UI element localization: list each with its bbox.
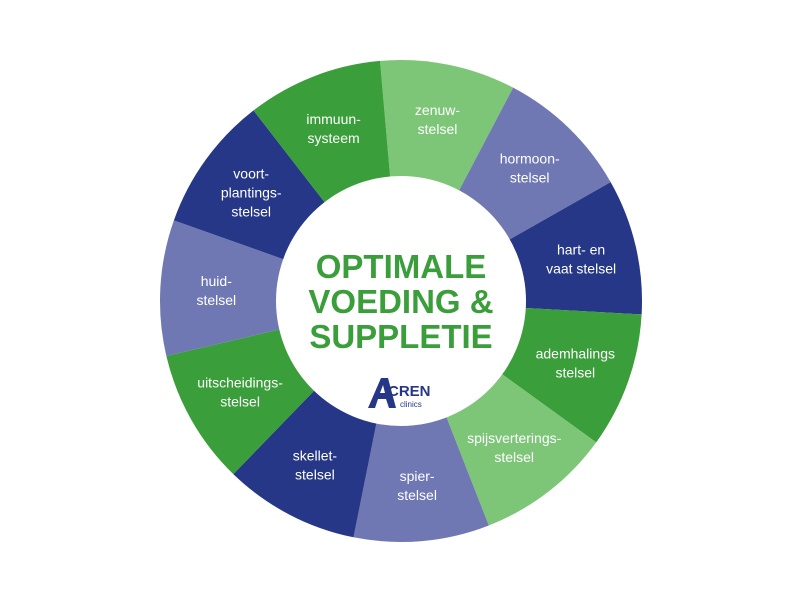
logo-a-mark xyxy=(368,378,396,408)
center-hub xyxy=(276,176,526,426)
segment-label-line: stelsel xyxy=(231,204,271,220)
center-title-line-3: SUPPLETIE xyxy=(309,318,492,355)
segment-label-line: stelsel xyxy=(555,364,595,380)
segment-label-line: stelsel xyxy=(220,394,260,410)
segment-label-line: stelsel xyxy=(295,466,335,482)
segment-label-skeletstelsel: skellet-stelsel xyxy=(293,447,338,482)
segment-label-line: stelsel xyxy=(418,121,458,137)
segment-label-line: zenuw- xyxy=(415,102,460,118)
segment-label-line: voort- xyxy=(233,166,269,182)
segment-label-line: plantings- xyxy=(221,185,282,201)
center-title: OPTIMALE VOEDING & SUPPLETIE xyxy=(308,248,493,355)
segment-label-line: ademhalings xyxy=(536,345,615,361)
segment-label-line: skellet- xyxy=(293,447,338,463)
segment-label-line: huid- xyxy=(201,273,232,289)
segment-label-line: immuun- xyxy=(306,111,361,127)
segment-label-hart-en-vaatstelsel: hart- en vaat stelsel xyxy=(546,241,616,276)
segment-label-spierstelsel: spier-stelsel xyxy=(397,468,437,503)
segment-label-zenuwstelsel: zenuw-stelsel xyxy=(415,102,460,137)
segment-label-line: vaat stelsel xyxy=(546,260,616,276)
segment-label-line: spijsverterings- xyxy=(467,430,561,446)
segment-label-immuunsysteem: immuun-systeem xyxy=(306,111,361,146)
segment-label-line: hart- en xyxy=(557,241,605,257)
center-title-line-1: OPTIMALE xyxy=(316,248,487,285)
segment-label-spijsverteringsstelsel: spijsverterings-stelsel xyxy=(467,430,561,465)
segment-label-line: stelsel xyxy=(494,449,534,465)
segment-label-ademhalingsstelsel: ademhalings stelsel xyxy=(536,345,615,380)
segment-label-huidstelsel: huid-stelsel xyxy=(196,273,236,308)
segment-label-line: stelsel xyxy=(397,487,437,503)
segment-label-line: hormoon- xyxy=(500,151,560,167)
segment-label-line: spier- xyxy=(400,468,435,484)
center-title-line-2: VOEDING & xyxy=(308,283,493,320)
segment-label-line: uitscheidings- xyxy=(197,375,283,391)
logo-sub: clinics xyxy=(400,400,422,409)
logo-name: CREN xyxy=(388,383,431,400)
segment-label-line: stelsel xyxy=(196,292,236,308)
segment-label-line: systeem xyxy=(308,130,360,146)
acren-clinics-logo: CREN clinics xyxy=(368,378,431,409)
segment-label-line: stelsel xyxy=(510,170,550,186)
segment-label-voortplantingsstelsel: voort-plantings-stelsel xyxy=(221,166,282,220)
segment-label-uitscheidingsstelsel: uitscheidings-stelsel xyxy=(197,375,283,410)
segment-label-hormoonstelsel: hormoon-stelsel xyxy=(500,151,560,186)
